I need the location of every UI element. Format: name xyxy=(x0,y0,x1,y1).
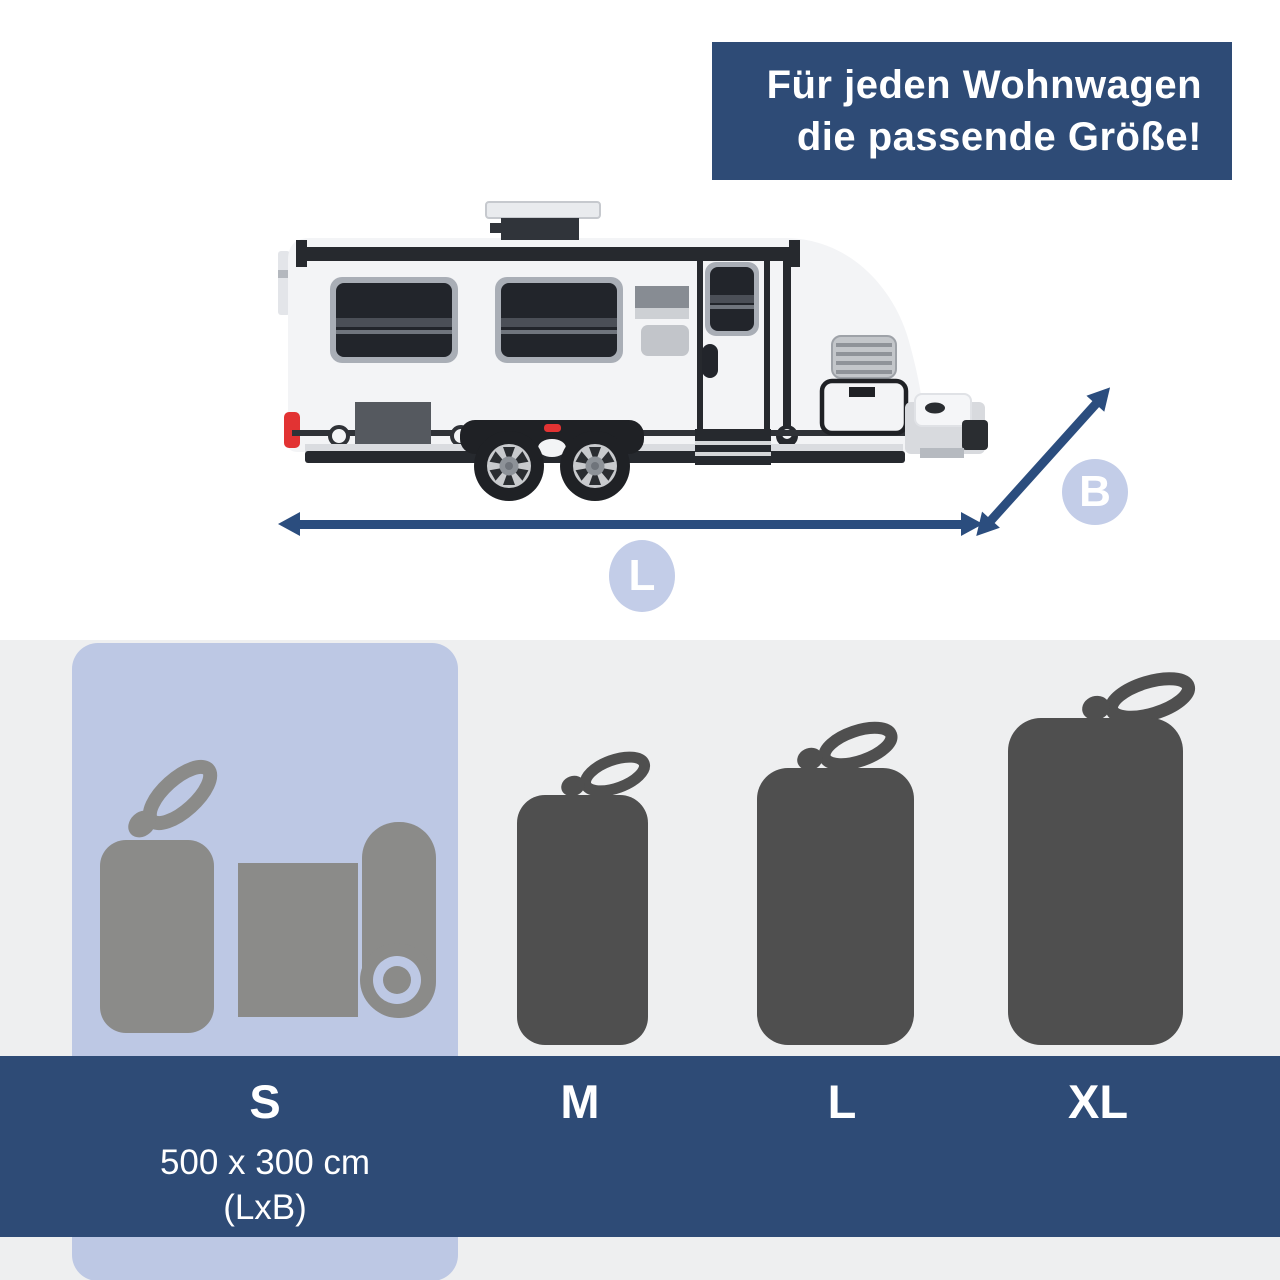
size-bar: S M L XL 500 x 300 cm (LxB) xyxy=(0,1056,1280,1237)
storage-bag-icon-l xyxy=(757,721,914,1045)
length-arrow xyxy=(278,512,983,536)
caravan-hitch xyxy=(905,393,988,458)
size-label-s: S xyxy=(249,1075,281,1128)
size-dimensions-s: 500 x 300 cm (LxB) xyxy=(160,1140,370,1230)
header-banner: Für jeden Wohnwagen die passende Größe! xyxy=(712,42,1232,180)
caravan-door xyxy=(697,250,770,438)
size-label-l: L xyxy=(827,1075,857,1128)
size-guide-section: S M L XL 500 x 300 cm (LxB) xyxy=(0,640,1280,1280)
caravan-window-right xyxy=(495,277,623,363)
size-label-m: M xyxy=(560,1075,600,1128)
cover-roll-icon xyxy=(238,822,436,1018)
size-label-xl: XL xyxy=(1067,1075,1129,1128)
width-badge: B xyxy=(1062,459,1128,525)
caravan-wheel-right xyxy=(560,431,630,501)
size-bags-graphic xyxy=(100,672,1196,1045)
banner-line-1: Für jeden Wohnwagen xyxy=(766,63,1202,107)
caravan-window-left xyxy=(330,277,458,363)
size-dimensions-value: 500 x 300 cm xyxy=(159,1143,371,1182)
storage-bag-icon-xl xyxy=(1008,672,1196,1045)
length-badge: L xyxy=(609,540,675,612)
caravan-illustration xyxy=(278,201,988,501)
caravan-wheel-left xyxy=(474,431,544,501)
banner-line-2: die passende Größe! xyxy=(796,115,1202,159)
storage-bag-icon-m xyxy=(517,751,651,1045)
size-dimensions-note: (LxB) xyxy=(223,1188,307,1227)
storage-bag-icon-s xyxy=(100,759,218,1033)
